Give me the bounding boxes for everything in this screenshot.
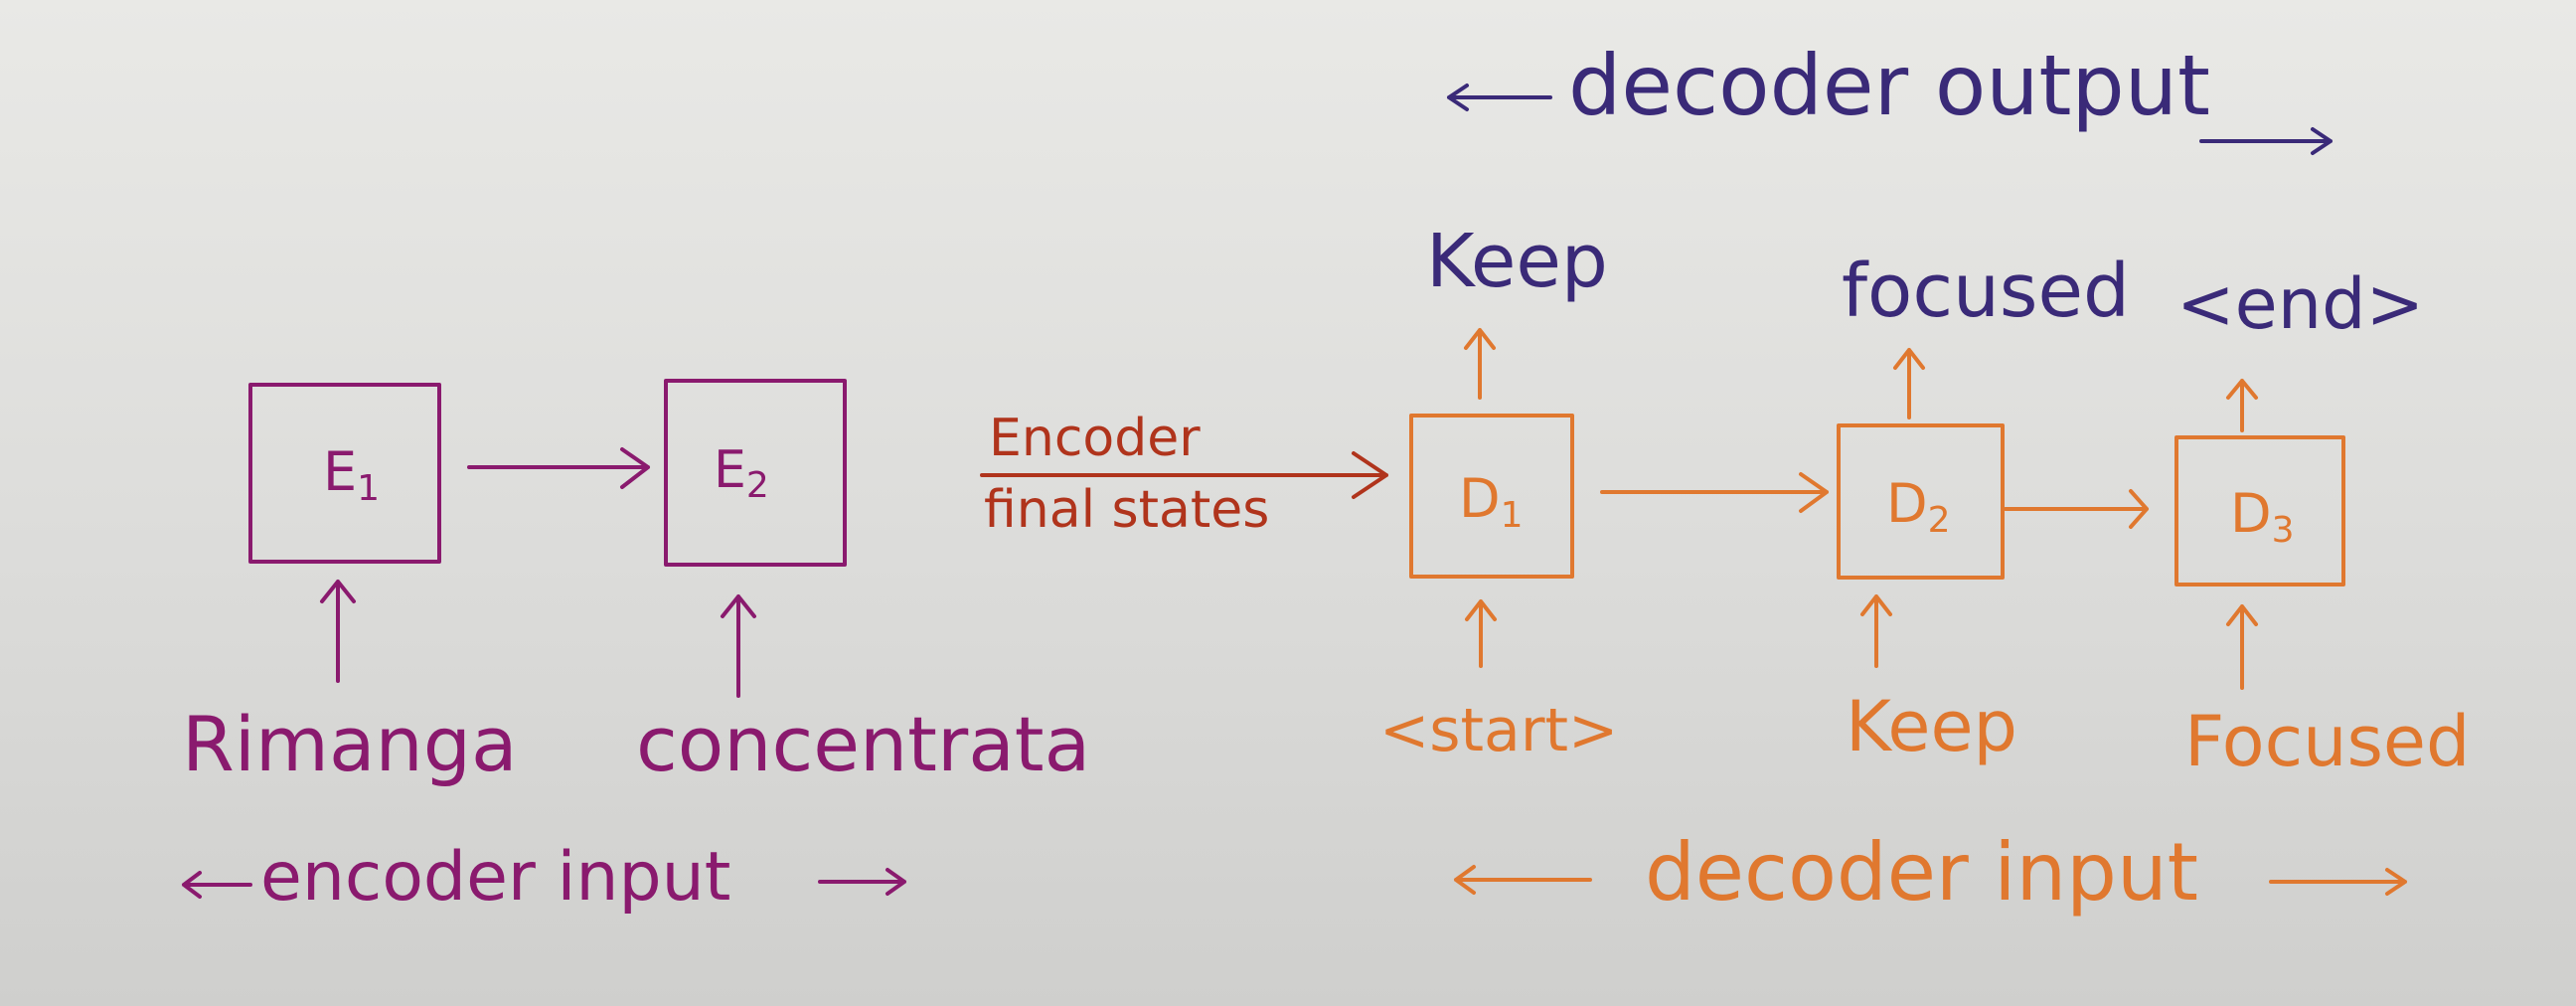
e2-input-word: concentrata	[636, 700, 1090, 788]
encoder-final-states: Encoder final states	[980, 409, 1388, 540]
d2-output-word: focused	[1842, 249, 2130, 334]
decoder-input-label: decoder input	[1645, 826, 2198, 919]
d1-output-arrow	[1464, 328, 1496, 400]
d2-to-d3-arrow	[2004, 489, 2149, 529]
d1-input-arrow	[1465, 599, 1497, 668]
left-arrow-icon	[182, 871, 252, 899]
e1-input-word: Rimanga	[182, 700, 518, 788]
transfer-label-line2: final states	[984, 480, 1269, 540]
d3-output-word: <end>	[2176, 263, 2424, 345]
right-arrow-icon	[2199, 127, 2333, 155]
d1-input-word: <start>	[1379, 696, 1618, 765]
decoder-cell-d1	[1409, 414, 1574, 579]
left-arrow-icon	[1447, 84, 1552, 111]
d1-output-word: Keep	[1426, 219, 1608, 304]
e2-input-arrow	[721, 594, 756, 698]
e1-input-arrow	[320, 580, 356, 683]
decoder-cell-d2	[1837, 423, 2005, 580]
left-arrow-icon	[1454, 865, 1592, 895]
d1-label: D1	[1459, 467, 1524, 536]
decoder-output-label: decoder output	[1568, 37, 2210, 134]
decoder-input-caption: decoder input	[1454, 826, 2407, 919]
d3-output-arrow	[2226, 379, 2258, 432]
encoder-input-caption: encoder input	[182, 838, 906, 917]
d2-input-arrow	[1860, 594, 1892, 668]
d2-label: D2	[1886, 472, 1951, 541]
e1-to-e2-arrow	[467, 447, 650, 489]
d3-label: D3	[2230, 482, 2295, 551]
encoder-cell-e2	[664, 379, 847, 567]
transfer-label-line1: Encoder	[989, 409, 1201, 468]
d3-input-word: Focused	[2184, 701, 2470, 782]
transfer-arrow	[980, 451, 1388, 499]
d2-input-word: Keep	[1846, 686, 2017, 767]
decoder-output-caption: decoder output	[1447, 37, 2333, 155]
e1-label: E1	[323, 440, 380, 509]
d2-output-arrow	[1893, 348, 1925, 419]
decoder-cell-d3	[2174, 435, 2345, 587]
right-arrow-icon	[818, 868, 906, 896]
e2-label: E2	[714, 440, 769, 506]
d1-to-d2-arrow	[1600, 472, 1829, 513]
d3-input-arrow	[2226, 604, 2258, 690]
encoder-cell-e1	[248, 383, 441, 564]
encoder-input-label: encoder input	[260, 838, 730, 917]
right-arrow-icon	[2269, 868, 2407, 896]
